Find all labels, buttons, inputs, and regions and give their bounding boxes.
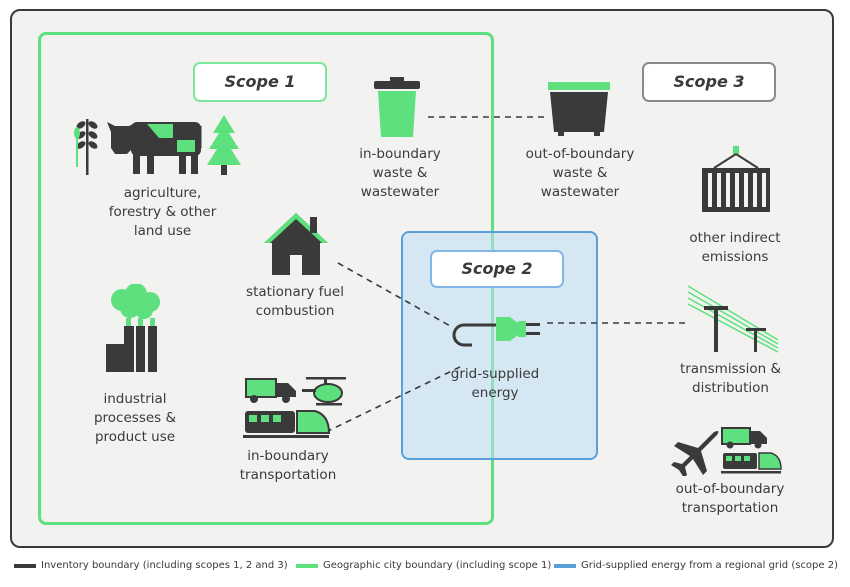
- legend-label: Inventory boundary (including scopes 1, …: [41, 560, 288, 571]
- bin-icon: [374, 77, 420, 137]
- out-transport-label: out-of-boundary transportation: [675, 481, 785, 516]
- scope-2-badge: Scope 2: [430, 250, 564, 288]
- train-icon: [721, 452, 782, 474]
- legend-swatch: [296, 563, 318, 568]
- dumpster-icon: [548, 82, 610, 136]
- legend-swatch: [554, 563, 576, 568]
- legend: Inventory boundary (including scopes 1, …: [0, 560, 850, 578]
- stationary-label: stationary fuel combustion: [246, 284, 344, 319]
- container-icon: [702, 146, 770, 212]
- scope-1-badge: Scope 1: [193, 62, 327, 102]
- truck-icon: [721, 427, 767, 449]
- out-waste-label: out-of-boundary waste & wastewater: [525, 146, 635, 200]
- truck-icon: [245, 378, 296, 403]
- other-indirect-label: other indirect emissions: [689, 230, 781, 265]
- factory-icon: [106, 284, 160, 372]
- scope-3-badge: Scope 3: [642, 62, 776, 102]
- legend-swatch: [14, 563, 36, 568]
- plug-icon: [452, 317, 540, 347]
- legend-label: Grid-supplied energy from a regional gri…: [581, 560, 838, 571]
- legend-item-grid: Grid-supplied energy from a regional gri…: [554, 560, 838, 571]
- airplane-icon: [671, 431, 719, 476]
- agriculture-label: agriculture, forestry & other land use: [108, 185, 217, 239]
- in-transport-label: in-boundary transportation: [239, 448, 337, 483]
- legend-label: Geographic city boundary (including scop…: [323, 560, 552, 571]
- legend-item-inventory: Inventory boundary (including scopes 1, …: [14, 560, 288, 571]
- wheat-icon: [74, 119, 98, 175]
- helicopter-icon: [302, 377, 346, 406]
- tree-icon: [207, 115, 241, 175]
- train-icon: [243, 410, 331, 438]
- transmission-label: transmission & distribution: [679, 361, 782, 396]
- house-icon: [264, 213, 328, 275]
- cow-icon: [107, 122, 202, 174]
- power-line-icon: [687, 285, 779, 353]
- in-waste-label: in-boundary waste & wastewater: [359, 146, 441, 200]
- industrial-label: industrial processes & product use: [93, 391, 177, 445]
- grid-energy-label: grid-supplied energy: [450, 366, 540, 401]
- legend-item-city: Geographic city boundary (including scop…: [296, 560, 551, 571]
